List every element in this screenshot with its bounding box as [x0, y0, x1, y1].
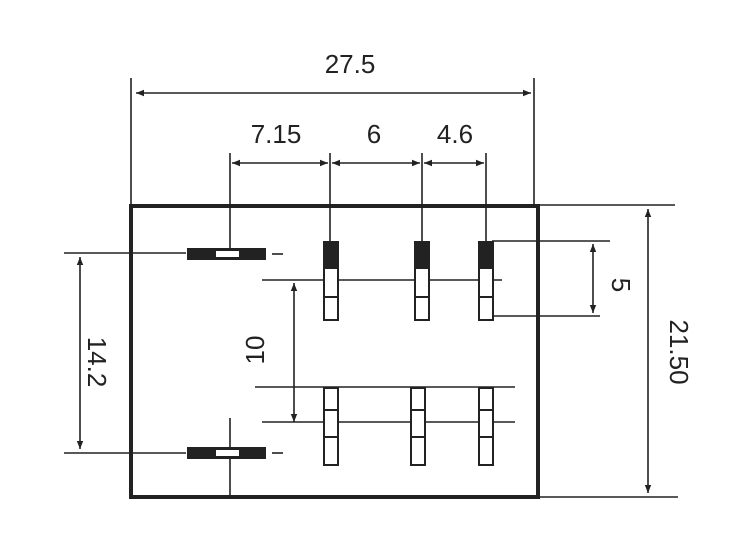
- left-pin-bottom: [187, 447, 283, 459]
- ext-line-row-bottom: [491, 241, 600, 317]
- pin-bottom-2: [410, 387, 426, 466]
- left-pin-top: [187, 248, 283, 260]
- label-overall-width: 27.5: [325, 49, 376, 79]
- label-overall-height: 21.50: [664, 319, 694, 384]
- label-pin-offset-2: 6: [367, 119, 381, 149]
- label-pin-offset-1: 7.15: [251, 119, 302, 149]
- pin-bottom-3: [478, 387, 494, 466]
- label-left-pin-spacing: 14.2: [82, 337, 112, 388]
- pin-top-1: [323, 241, 339, 321]
- label-row-gap: 10: [240, 336, 270, 365]
- label-pin-offset-3: 4.6: [437, 119, 473, 149]
- pin-bottom-1: [323, 387, 339, 466]
- relay-body-outline: [129, 204, 540, 499]
- label-pin-row-spacing: 5: [606, 278, 636, 292]
- pin-top-2: [414, 241, 430, 321]
- pin-top-3: [478, 241, 494, 321]
